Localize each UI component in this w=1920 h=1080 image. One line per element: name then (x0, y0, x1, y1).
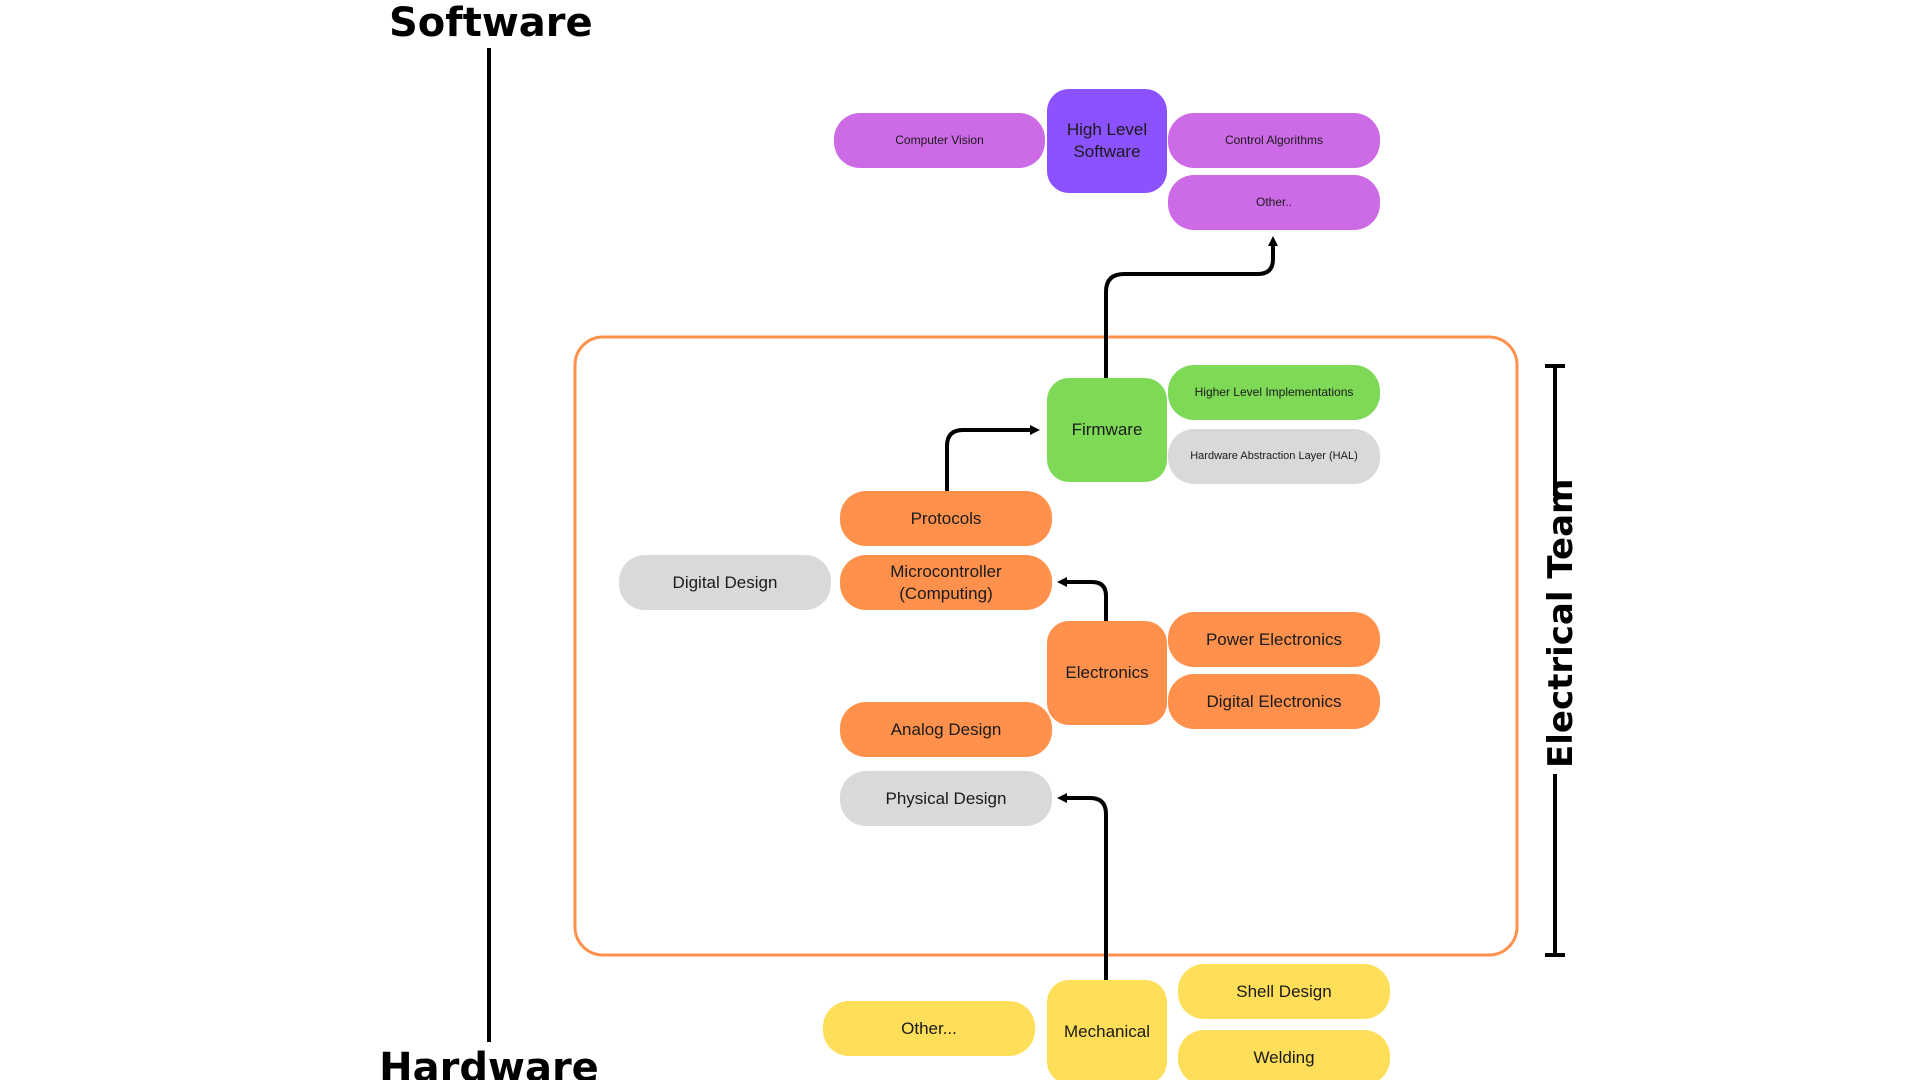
node-control-algorithms: Control Algorithms (1168, 113, 1380, 168)
electrical-team-frame (573, 335, 1519, 957)
node-welding: Welding (1178, 1030, 1390, 1080)
node-physical-design: Physical Design (840, 771, 1052, 826)
arrow-protocols-to-firmware (945, 425, 1040, 491)
node-higher-level-implementations: Higher Level Implementations (1168, 365, 1380, 420)
arrow-electronics-to-microcontroller (1057, 577, 1108, 621)
node-digital-electronics: Digital Electronics (1168, 674, 1380, 729)
node-electronics: Electronics (1047, 621, 1167, 725)
node-analog-design: Analog Design (840, 702, 1052, 757)
node-shell-design: Shell Design (1178, 964, 1390, 1019)
node-microcontroller: Microcontroller (Computing) (840, 555, 1052, 610)
arrow-firmware-to-software-other (1104, 236, 1278, 378)
software-axis-label: Software (389, 0, 593, 46)
node-power-electronics: Power Electronics (1168, 612, 1380, 667)
node-software-other: Other.. (1168, 175, 1380, 230)
node-high-level-software: High Level Software (1047, 89, 1167, 193)
node-mechanical: Mechanical (1047, 980, 1167, 1080)
node-digital-design: Digital Design (619, 555, 831, 610)
electrical-team-label: Electrical Team (1540, 479, 1582, 774)
node-protocols: Protocols (840, 491, 1052, 546)
node-hardware-abstraction-layer: Hardware Abstraction Layer (HAL) (1168, 429, 1380, 484)
node-computer-vision: Computer Vision (834, 113, 1045, 168)
arrow-mechanical-to-physical-design (1057, 793, 1108, 980)
node-mechanical-other: Other... (823, 1001, 1035, 1056)
node-firmware: Firmware (1047, 378, 1167, 482)
hardware-axis-label: Hardware (379, 1045, 599, 1080)
